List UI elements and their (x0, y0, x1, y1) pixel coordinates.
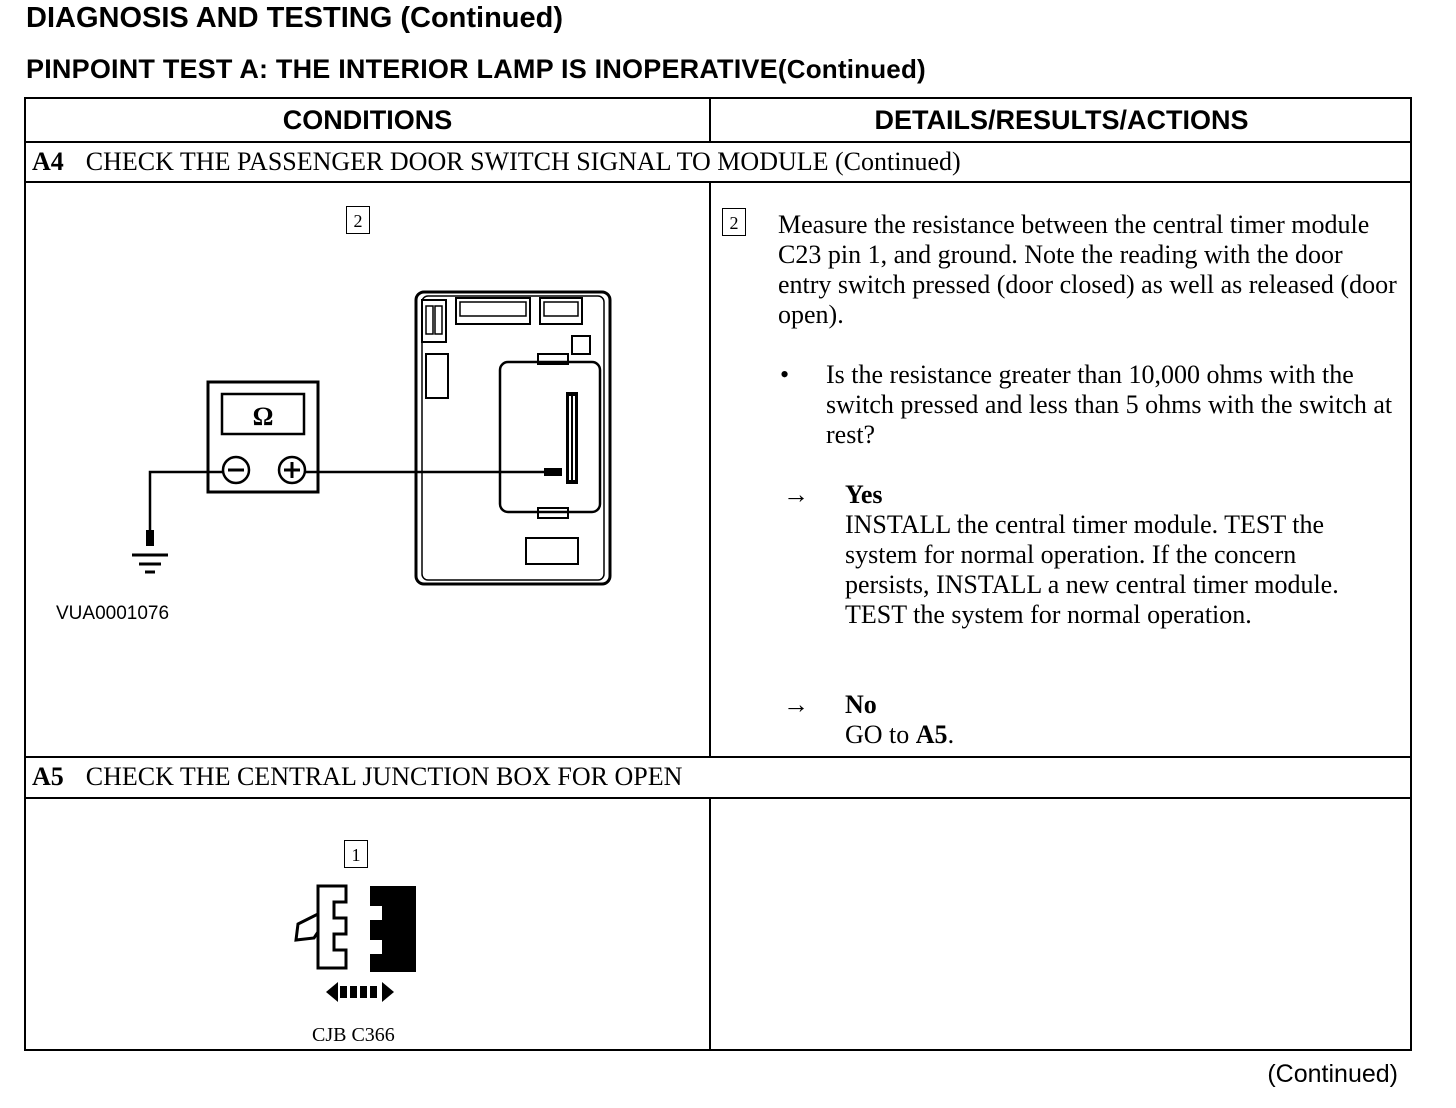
column-divider (709, 99, 711, 141)
step-a5-id: A5 (32, 762, 64, 791)
no-label: No (845, 690, 877, 719)
test-title: PINPOINT TEST A: THE INTERIOR LAMP IS IN… (26, 54, 926, 85)
step-a5-title: CHECK THE CENTRAL JUNCTION BOX FOR OPEN (85, 762, 683, 791)
yes-action-text: INSTALL the central timer module. TEST t… (845, 510, 1339, 629)
column-divider (709, 181, 711, 756)
central-timer-module-icon (414, 290, 612, 586)
connector-half-icon (316, 884, 348, 970)
cjb-connector-diagram (294, 884, 416, 1002)
ohmmeter-icon (206, 380, 320, 494)
instruction-paragraph: Measure the resistance between the centr… (778, 210, 1397, 329)
step-a4-row: A4 CHECK THE PASSENGER DOOR SWITCH SIGNAL… (32, 143, 961, 181)
column-divider (709, 797, 711, 1051)
disconnect-arrow-icon (326, 982, 338, 1002)
test-title-text: PINPOINT TEST A: THE INTERIOR LAMP IS IN… (26, 54, 778, 84)
step-a5-row: A5 CHECK THE CENTRAL JUNCTION BOX FOR OPE… (32, 758, 682, 796)
connector-label: CJB C366 (312, 1024, 395, 1046)
figure-step-number: 2 (346, 206, 370, 234)
ohmmeter-module-diagram: Ω (132, 290, 612, 586)
detail-step-number: 2 (722, 208, 746, 236)
continued-footer: (Continued) (1267, 1060, 1398, 1088)
positive-terminal-icon (277, 455, 307, 485)
row-divider (26, 141, 1410, 143)
figure-id: VUA0001076 (56, 603, 170, 624)
mating-connector-icon (370, 886, 416, 972)
page-title: DIAGNOSIS AND TESTING (Continued) (26, 2, 564, 34)
step-a4-title: CHECK THE PASSENGER DOOR SWITCH SIGNAL T… (85, 147, 961, 176)
arrow-right-icon: → (783, 690, 809, 719)
question-text: Is the resistance greater than 10,000 oh… (826, 360, 1393, 449)
step-a4-id: A4 (32, 147, 64, 176)
no-action-text: GO to A5. (845, 720, 1385, 750)
no-action-target: A5 (915, 720, 948, 749)
no-action-prefix: GO to (845, 720, 916, 749)
details-header: DETAILS/RESULTS/ACTIONS (874, 105, 1249, 135)
instruction-text: Measure the resistance between the centr… (778, 210, 1398, 330)
row-divider (26, 797, 1410, 799)
negative-terminal-icon (221, 455, 251, 485)
figure-step-number: 1 (344, 840, 368, 868)
row-divider (26, 181, 1410, 183)
ohm-symbol: Ω (253, 402, 274, 431)
no-action-suffix: . (947, 720, 955, 749)
arrow-right-icon: → (783, 480, 809, 509)
test-title-continued: (Continued) (777, 54, 926, 84)
conditions-header: CONDITIONS (282, 105, 453, 135)
bullet: • (780, 360, 790, 389)
row-divider (26, 756, 1410, 758)
yes-label: Yes (845, 480, 883, 509)
